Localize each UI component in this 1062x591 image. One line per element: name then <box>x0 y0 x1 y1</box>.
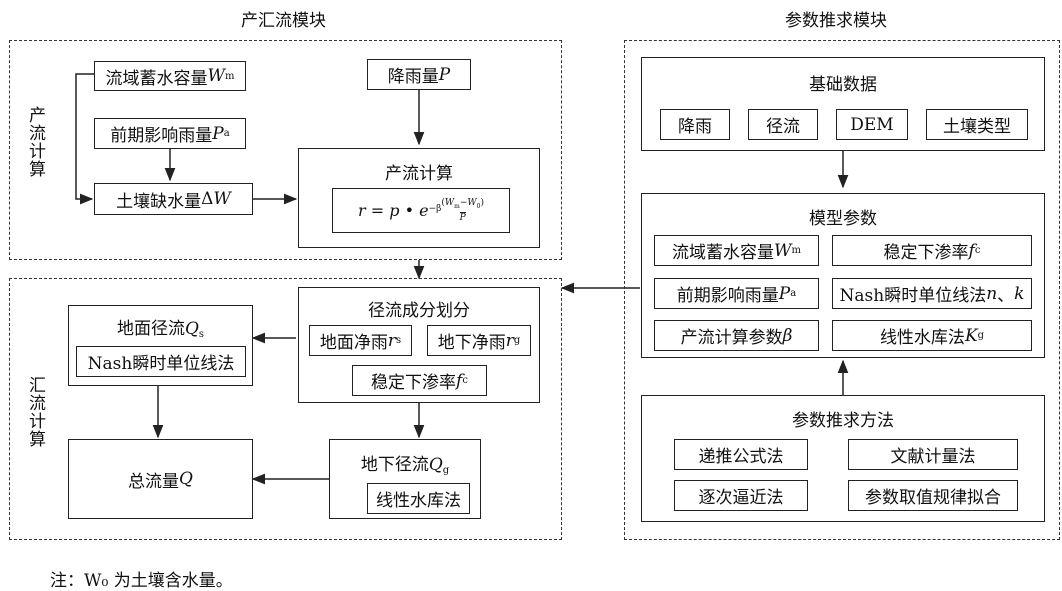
basic-data-rain: 降雨 <box>660 109 730 140</box>
ground-runoff-panel: 地下径流Qg 线性水库法 <box>329 439 481 519</box>
method-fitting: 参数取值规律拟合 <box>848 480 1018 511</box>
nash-method-box: Nash瞬时单位线法 <box>76 346 246 377</box>
surface-runoff-panel: 地面径流Qs Nash瞬时单位线法 <box>68 305 253 386</box>
param-calc-label: 产流计算参数 <box>680 328 783 348</box>
param-storage-label: 流域蓄水容量 <box>672 243 775 263</box>
method-literature: 文献计量法 <box>848 439 1018 470</box>
soil-deficit-label: 土壤缺水量 <box>116 191 202 212</box>
param-module-frame <box>624 40 1060 540</box>
method-approximation: 逐次逼近法 <box>674 480 808 511</box>
ground-net-rain-label: 地下净雨 <box>437 333 506 353</box>
param-infiltration-label: 稳定下渗率 <box>883 243 969 263</box>
runoff-gen-side-label: 产流计算 <box>25 106 45 178</box>
infiltration-rate-label: 稳定下渗率 <box>371 373 457 393</box>
ground-runoff-title: 地下径流Qg <box>360 455 450 476</box>
runoff-calc-panel: 产流计算 r = p • e−β(Wm−W0)P <box>298 148 540 248</box>
derivation-title: 参数推求方法 <box>792 411 894 431</box>
basic-data-soil-type: 土壤类型 <box>926 109 1028 140</box>
component-division-title: 径流成分划分 <box>368 301 470 321</box>
model-params-title: 模型参数 <box>809 209 877 229</box>
storage-capacity-label: 流域蓄水容量 <box>105 68 208 89</box>
runoff-module-title: 产汇流模块 <box>241 11 326 31</box>
runoff-calc-title: 产流计算 <box>385 164 453 184</box>
param-module-title: 参数推求模块 <box>785 11 887 31</box>
routing-frame <box>9 278 562 540</box>
basic-data-panel: 基础数据 降雨 径流 DEM 土壤类型 <box>641 57 1045 151</box>
param-antecedent-label: 前期影响雨量 <box>676 286 779 306</box>
surface-runoff-title: 地面径流Qs <box>116 319 205 340</box>
nash-method-label: Nash瞬时单位线法 <box>87 354 235 374</box>
antecedent-rain-label: 前期影响雨量 <box>110 126 213 146</box>
basic-data-title: 基础数据 <box>809 75 877 95</box>
method-recursive: 递推公式法 <box>674 439 808 470</box>
footnote: 注：W₀ 为土壤含水量。 <box>50 571 233 591</box>
runoff-formula-box: r = p • e−β(Wm−W0)P <box>332 188 510 233</box>
linear-reservoir-label: 线性水库法 <box>376 491 461 511</box>
runoff-generation-frame <box>9 40 562 260</box>
arrow-storage-to-deficit <box>75 73 94 205</box>
total-flow-label: 总流量 <box>128 471 180 492</box>
param-nash-label: Nash瞬时单位线法 <box>839 286 987 306</box>
param-linear-label: 线性水库法 <box>879 328 965 348</box>
basic-data-dem: DEM <box>836 109 908 140</box>
derivation-panel: 参数推求方法 递推公式法 文献计量法 逐次逼近法 参数取值规律拟合 <box>641 395 1045 522</box>
rainfall-label: 降雨量 <box>387 67 439 87</box>
routing-side-label: 汇流计算 <box>25 376 45 448</box>
surface-net-rain-label: 地面净雨 <box>319 333 388 353</box>
basic-data-runoff: 径流 <box>748 109 818 140</box>
linear-reservoir-box: 线性水库法 <box>367 483 470 514</box>
